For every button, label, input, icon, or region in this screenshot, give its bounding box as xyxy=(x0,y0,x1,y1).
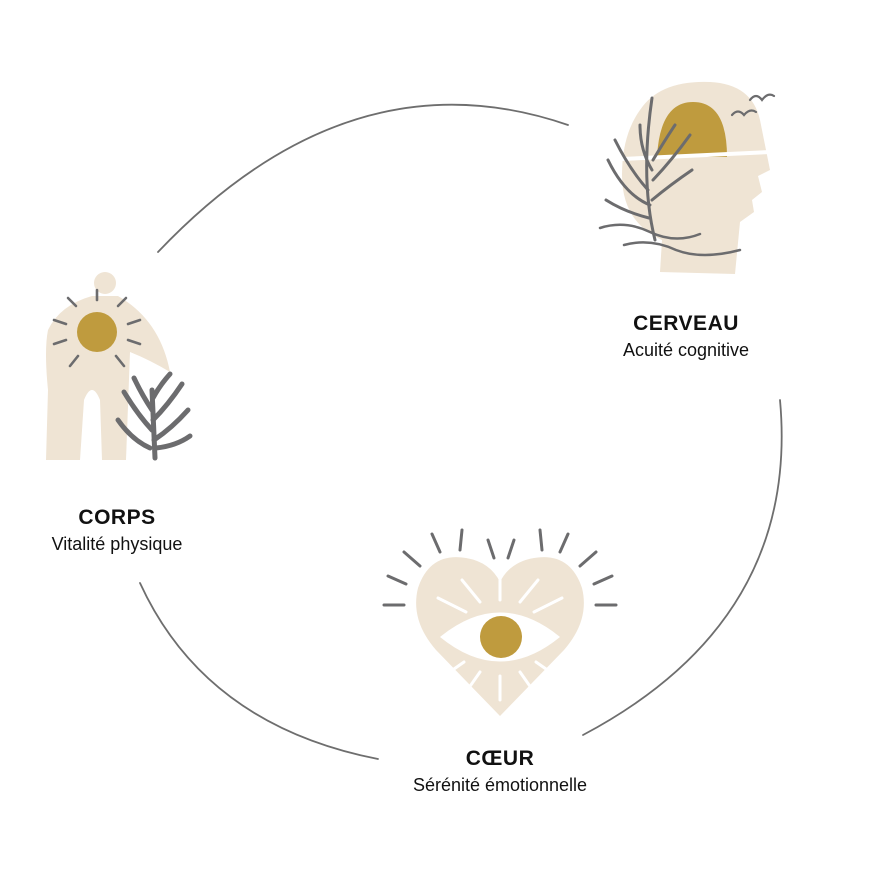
body-with-sun-and-coral-icon xyxy=(46,272,193,461)
heart-inner-rays xyxy=(436,573,564,702)
body-sun-rays xyxy=(52,288,142,368)
node-corps-label: CORPS Vitalité physique xyxy=(22,505,212,557)
birds xyxy=(730,93,776,117)
heart-outer-rays xyxy=(382,528,618,607)
arc-cerveau-to-coeur xyxy=(582,399,783,736)
arc-coeur-to-corps xyxy=(139,582,379,760)
waves xyxy=(598,223,742,257)
node-coeur-title: CŒUR xyxy=(465,747,535,770)
arc-corps-to-cerveau xyxy=(157,103,569,253)
node-coeur-subtitle: Sérénité émotionnelle xyxy=(412,775,588,795)
figure-torso xyxy=(46,296,170,460)
node-cerveau-title: CERVEAU xyxy=(633,312,739,335)
node-coeur-label: CŒUR Sérénité émotionnelle xyxy=(380,746,620,798)
head-split-line xyxy=(622,150,770,161)
coral xyxy=(115,371,193,461)
eye-iris xyxy=(480,616,522,658)
body-sun xyxy=(77,312,117,352)
head-silhouette xyxy=(622,81,770,274)
figure-head xyxy=(94,272,116,294)
node-corps-title: CORPS xyxy=(78,506,156,529)
node-cerveau-label: CERVEAU Acuité cognitive xyxy=(596,311,776,363)
node-cerveau-subtitle: Acuité cognitive xyxy=(622,340,750,360)
plant xyxy=(604,96,694,242)
head-with-plant-and-sun-icon xyxy=(598,81,776,274)
cycle-ring xyxy=(139,103,783,760)
heart-with-eye-icon xyxy=(382,528,618,716)
sun-half xyxy=(657,102,727,157)
node-corps-subtitle: Vitalité physique xyxy=(51,534,183,554)
